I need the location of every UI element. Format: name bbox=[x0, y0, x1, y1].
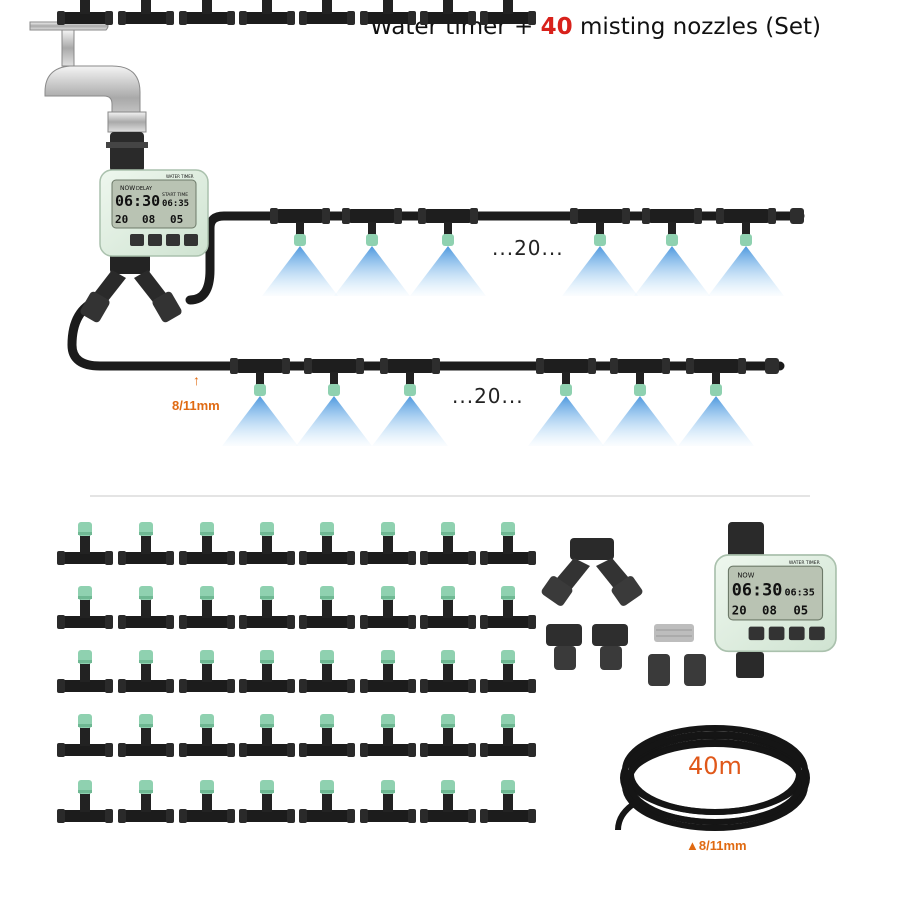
water-timer-kit: NOW 06:30 06:35 20 08 05 WATER TIMER bbox=[714, 522, 837, 678]
nozzle-row-4 bbox=[57, 714, 536, 757]
hose-length-label: 40m bbox=[688, 752, 742, 780]
svg-text:START TIME: START TIME bbox=[162, 192, 188, 198]
misting-row-2 bbox=[222, 358, 779, 446]
svg-text:05: 05 bbox=[793, 603, 808, 617]
svg-text:DELAY: DELAY bbox=[136, 186, 153, 192]
hose-size-value: 8/11mm bbox=[698, 838, 747, 853]
nozzle-grid bbox=[57, 0, 536, 25]
row1-nozzle-count: ...20... bbox=[492, 236, 564, 260]
title-count: 40 bbox=[540, 14, 573, 40]
water-timer-top: NOW DELAY 06:30 START TIME 06:35 20 08 0… bbox=[99, 169, 209, 257]
nozzle-row-3 bbox=[57, 650, 536, 693]
svg-text:06:35: 06:35 bbox=[162, 199, 189, 209]
svg-text:20: 20 bbox=[732, 603, 747, 617]
svg-text:08: 08 bbox=[142, 213, 155, 226]
svg-text:08: 08 bbox=[762, 603, 777, 617]
nozzle-row-5 bbox=[57, 780, 536, 823]
nozzle-row-2 bbox=[57, 586, 536, 629]
svg-text:WATER TIMER: WATER TIMER bbox=[789, 560, 820, 566]
svg-text:06:30: 06:30 bbox=[732, 579, 783, 599]
hose-size-marker-icon: ▲ bbox=[686, 838, 699, 853]
title-suffix: misting nozzles (Set) bbox=[572, 14, 821, 40]
misting-row-1 bbox=[262, 208, 804, 296]
faucet-illustration bbox=[29, 21, 148, 172]
pipe-size-arrow: ↑ bbox=[193, 372, 200, 388]
row2-nozzle-count: ...20... bbox=[452, 384, 524, 408]
nozzle-row-1 bbox=[57, 522, 536, 565]
y-splitter-kit bbox=[541, 538, 643, 606]
hose-coil bbox=[615, 725, 810, 831]
svg-text:06:30: 06:30 bbox=[115, 192, 160, 210]
svg-text:WATER TIMER: WATER TIMER bbox=[166, 174, 194, 179]
svg-text:NOW: NOW bbox=[120, 185, 135, 192]
svg-text:05: 05 bbox=[170, 213, 183, 226]
y-splitter-top bbox=[80, 252, 182, 323]
svg-text:06:35: 06:35 bbox=[784, 587, 814, 598]
hose-size-label: ▲8/11mm bbox=[686, 838, 747, 853]
pipe-size-label: 8/11mm bbox=[172, 398, 220, 413]
svg-text:20: 20 bbox=[115, 213, 128, 226]
quick-connectors bbox=[546, 624, 706, 686]
svg-text:NOW: NOW bbox=[737, 571, 754, 579]
